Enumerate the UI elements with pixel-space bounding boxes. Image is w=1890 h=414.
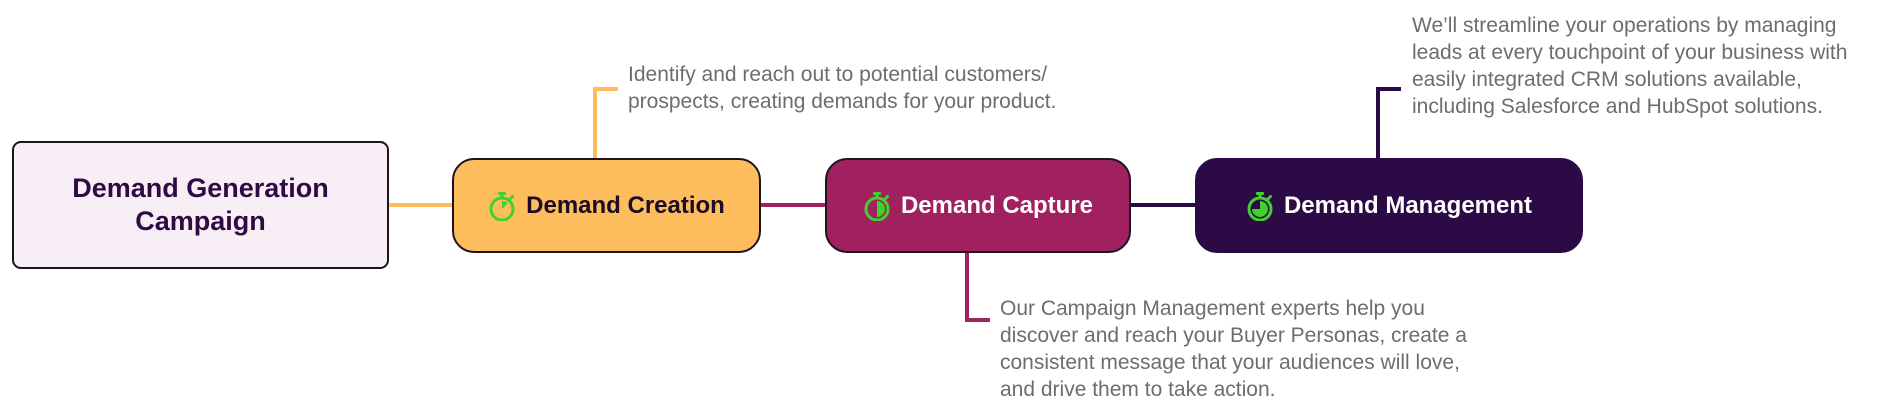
description-demand-capture: Our Campaign Management experts help you… [1000,297,1467,401]
stage-demand-creation[interactable]: Demand Creation [452,158,761,253]
stage-demand-capture[interactable]: Demand Capture [825,158,1131,253]
stage-demand-management[interactable]: Demand Management [1195,158,1583,253]
stage-label: Demand Capture [900,191,1094,219]
stopwatch-quarter-icon [489,191,515,221]
stopwatch-half-icon [864,191,890,221]
stage-label: Demand Creation [526,191,725,219]
callout-creation [593,87,618,158]
root-label: Demand Generation Campaign [72,173,329,236]
callout-capture [965,253,990,322]
description-demand-creation: Identify and reach out to potential cust… [628,63,1057,113]
callout-management [1376,87,1401,158]
stage-label: Demand Management [1283,191,1533,219]
description-demand-management: We’ll streamline your operations by mana… [1412,14,1848,118]
root-node: Demand Generation Campaign [12,141,389,269]
stopwatch-three-quarter-icon [1247,191,1273,221]
